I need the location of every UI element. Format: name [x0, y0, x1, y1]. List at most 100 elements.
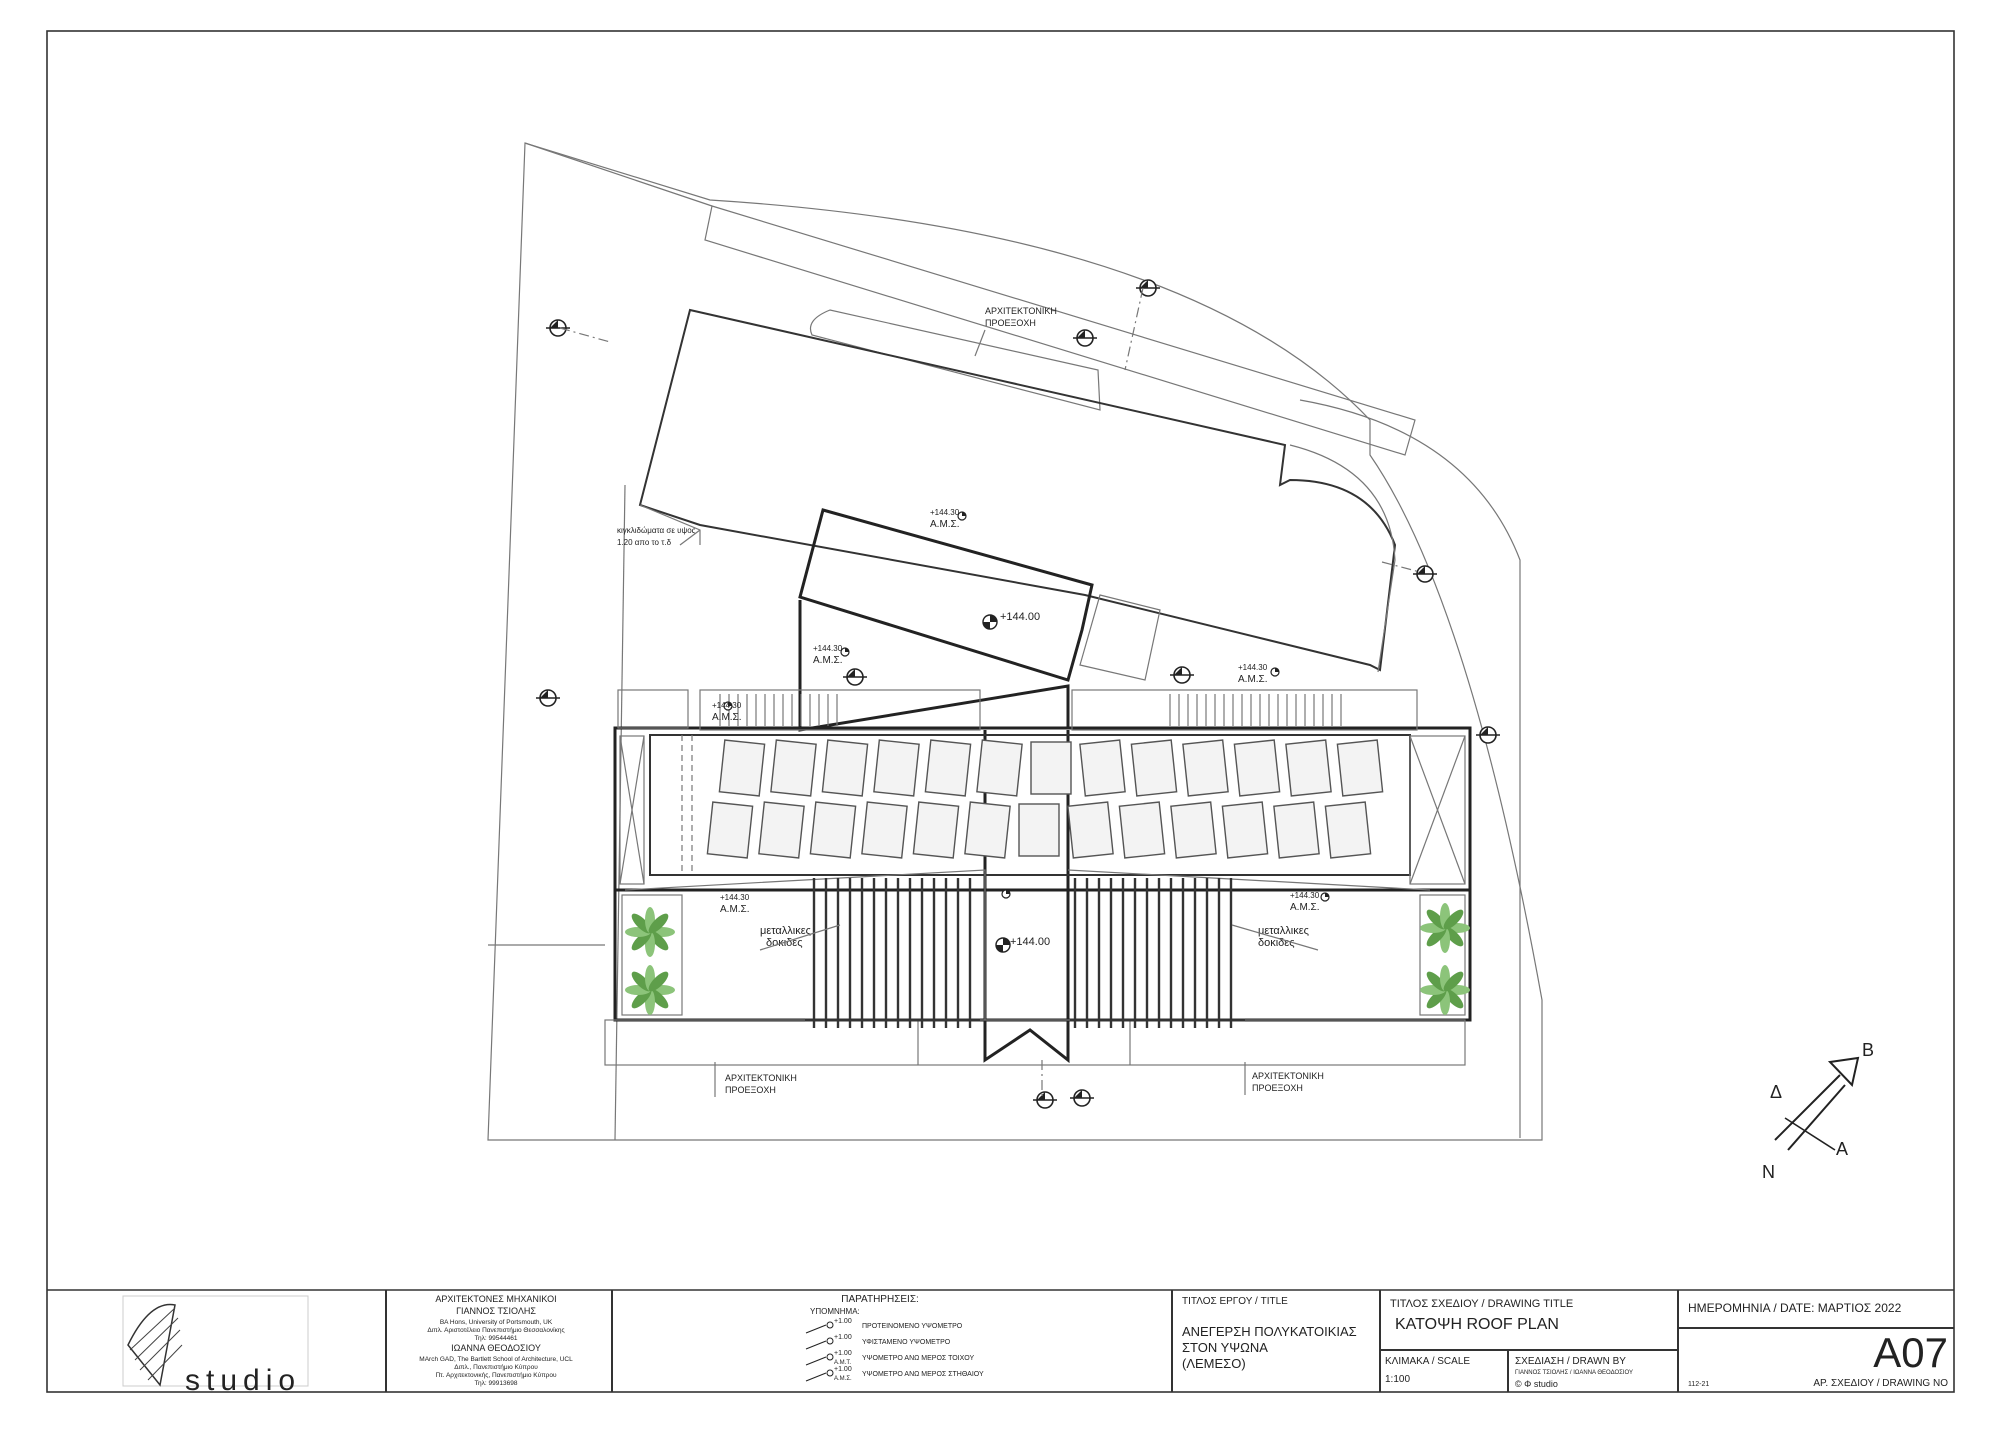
solar-panel: [1018, 803, 1060, 857]
marker-fill: [1174, 667, 1182, 675]
plot-boundary: [487, 142, 1543, 1141]
legend-leader: [805, 1372, 827, 1382]
ams-level-4: +144.30: [1238, 663, 1268, 672]
beams-label-right: μεταλλικες: [1258, 925, 1309, 937]
logo-frame: [122, 1295, 309, 1387]
parapet-note-2: 1.20 απο το τ.δ: [617, 538, 672, 547]
marker-fill: [550, 320, 558, 328]
solar-panel: [976, 739, 1023, 797]
arch1-tel: Τηλ: 99544461: [475, 1335, 518, 1342]
plant-leaf: [648, 913, 669, 934]
level-quadrants: [983, 615, 997, 629]
north-arrow-cross: [1784, 1117, 1836, 1151]
beams-leader-left: [759, 924, 841, 951]
arch1-name: ΓΙΑΝΝΟΣ ΤΣΙΟΛΗΣ: [456, 1306, 536, 1316]
overhang-label-top-2: ΠΡΟΕΞΟΧΗ: [985, 318, 1036, 328]
project-line2: ΣΤΟΝ ΥΨΩΝΑ: [1182, 1340, 1268, 1355]
planter-right: [1419, 894, 1466, 1016]
ams-quadrant: [962, 512, 966, 516]
scale-value: 1:100: [1385, 1374, 1410, 1385]
section-marker-icon: [1170, 666, 1194, 684]
ams-marker-icon: [723, 701, 733, 711]
north-n: N: [1762, 1162, 1775, 1182]
ams-level-3: +144.30: [712, 701, 742, 710]
drawing-title: ΚΑΤΟΨΗ ROOF PLAN: [1395, 1316, 1559, 1333]
solar-panel: [1130, 739, 1178, 797]
section-marker-icon: [843, 668, 867, 686]
legend-value: +1.00: [834, 1334, 852, 1341]
section-markers: [536, 279, 1500, 1109]
overhang-label-bl-2: ΠΡΟΕΞΟΧΗ: [725, 1085, 776, 1095]
section-marker-icon: [1136, 279, 1160, 297]
lower-overhang: [604, 1019, 1466, 1066]
remarks-title: ΠΑΡΑΤΗΡΗΣΕΙΣ:: [841, 1294, 919, 1305]
ams-label-5: Α.Μ.Σ.: [720, 904, 750, 915]
logo-text: studio: [185, 1364, 301, 1397]
legend-value: +1.00: [834, 1318, 852, 1325]
roof-plan: ΑΡΧΙΤΕΚΤΟΝΙΚΗ ΠΡΟΕΞΟΧΗ κιγκλιδώματα σε υ…: [487, 142, 1543, 1141]
solar-panel: [706, 801, 754, 859]
solar-panels: [706, 739, 1384, 859]
legend-marker-icon: [826, 1369, 834, 1377]
marker-fill: [1074, 1090, 1082, 1098]
right-duct: [1409, 735, 1466, 885]
arch2-line2: Διπλ., Πανεπιστήμιο Κύπρου: [454, 1363, 538, 1371]
legend-leader: [805, 1340, 827, 1350]
title-block: studio ΑΡΧΙΤΕΚΤΟΝΕΣ ΜΗΧΑΝΙΚΟΙ ΓΙΑΝΝΟΣ ΤΣ…: [122, 1290, 1954, 1397]
plant-icon: [1420, 903, 1470, 953]
stair-right: [1071, 689, 1418, 731]
project-line1: ΑΝΕΓΕΡΣΗ ΠΟΛΥΚΑΤΟΙΚΙΑΣ: [1182, 1324, 1357, 1339]
solar-panel: [718, 739, 766, 797]
ams-level-5: +144.30: [720, 893, 750, 902]
project-label: ΤΙΤΛΟΣ ΕΡΓΟΥ / TITLE: [1182, 1296, 1288, 1307]
marker-fill: [1480, 727, 1488, 735]
upper-overhang-curve: [809, 309, 1101, 411]
beams-leader-right: [1231, 924, 1319, 951]
logo-hatch: [129, 1307, 183, 1381]
stair-treads: [719, 694, 1342, 726]
solar-panel: [770, 739, 817, 797]
legend-marker-icon: [826, 1337, 834, 1345]
studio-logo: studio: [122, 1295, 309, 1397]
drawing-number-label: ΑΡ. ΣΧΕΔΙΟΥ / DRAWING NO: [1813, 1378, 1948, 1389]
right-duct-x2: [1409, 735, 1466, 885]
ams-quadrant: [845, 648, 849, 652]
north-d: Δ: [1770, 1082, 1782, 1102]
legend-value: +1.00: [834, 1350, 852, 1357]
legend-leader: [805, 1356, 827, 1366]
solar-panel: [873, 739, 920, 797]
architects-title: ΑΡΧΙΤΕΚΤΟΝΕΣ ΜΗΧΑΝΙΚΟΙ: [435, 1294, 556, 1304]
north-arrow-shaft: [1774, 1074, 1841, 1141]
roof-slab: [638, 308, 1397, 672]
ams-quadrant: [1275, 668, 1279, 672]
section-marker-icon: [1073, 329, 1097, 347]
arch1-line1: BA Hons, University of Portsmouth, UK: [440, 1319, 553, 1326]
solar-panel: [821, 739, 869, 797]
legend-label: ΥΨΟΜΕΤΡΟ ΑΝΩ ΜΕΡΟΣ ΣΤΗΘΑΙΟΥ: [862, 1371, 984, 1378]
section-marker-icon: [536, 689, 560, 707]
level-marker-icon: [982, 614, 998, 630]
roof-slab-curve: [1289, 444, 1396, 673]
ams-label-3: Α.Μ.Σ.: [712, 712, 742, 723]
drawn-studio: © Φ studio: [1515, 1379, 1558, 1389]
ams-marker-icon: [1320, 892, 1330, 902]
logo-mark: [127, 1303, 176, 1387]
project-line3: (ΛΕΜΕΣΟ): [1182, 1356, 1246, 1371]
beams-label-right-2: δοκιδες: [1258, 937, 1295, 949]
solar-panel: [1233, 739, 1281, 797]
solar-panel: [1273, 801, 1320, 859]
terrace-edge: [624, 869, 986, 1020]
parapet-note: κιγκλιδώματα σε υψος: [617, 526, 696, 535]
plant-icon: [1420, 965, 1470, 1015]
plant-leaf: [648, 971, 669, 992]
section-marker-icon: [1476, 726, 1500, 744]
ams-label-4: Α.Μ.Σ.: [1238, 674, 1268, 685]
legend-marker-icon: [826, 1353, 834, 1361]
scale-label: ΚΛΙΜΑΚΑ / SCALE: [1385, 1356, 1470, 1367]
solar-panel: [912, 801, 960, 859]
plot-boundary-top: [524, 142, 713, 207]
solar-panel: [1285, 739, 1332, 797]
